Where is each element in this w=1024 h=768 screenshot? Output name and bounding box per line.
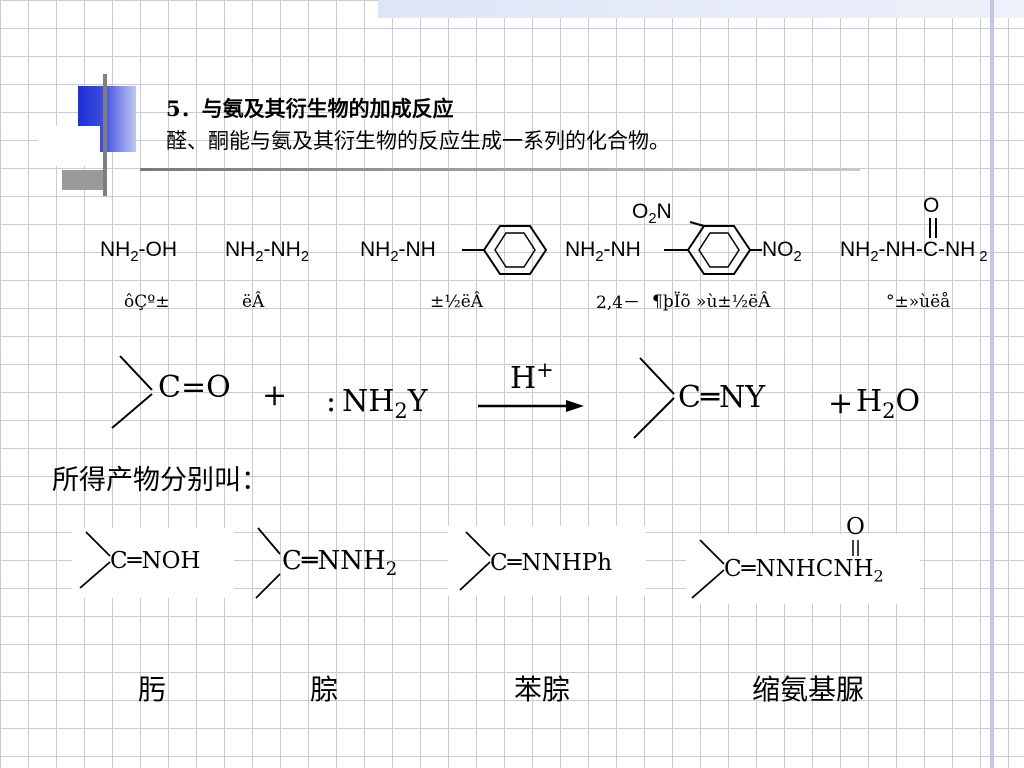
reagent-label-hydrazine: ëÂ xyxy=(242,292,265,312)
imine-product: C═NY xyxy=(678,380,766,415)
product-name-oxime: 肟 xyxy=(138,673,167,706)
product-bond-down xyxy=(633,397,675,439)
reagent-hydroxylamine: NH2-OH xyxy=(100,238,178,266)
reagent-phenylhydrazine: NH2-NH xyxy=(360,238,436,266)
semicarbazide-carbonyl-o: O xyxy=(923,194,940,217)
reagent-label-phenylhydrazine: ±½ëÂ xyxy=(430,292,484,312)
dnp-ortho-nitro: O2N xyxy=(632,200,672,228)
product-phenylhydrazone-formula: C═NNHPh xyxy=(490,550,613,576)
product-bond-up xyxy=(639,357,675,395)
dnp-nitro-bond xyxy=(689,221,705,227)
top-decor-band xyxy=(378,0,1024,18)
reagent-dnp-hydrazine: NH2-NH xyxy=(565,238,641,266)
acid-catalyst: H+ xyxy=(510,358,554,396)
reagent-semicarbazide: NH2-NH-C-NH 2 xyxy=(840,238,988,266)
product-name-phenylhydrazone: 苯腙 xyxy=(514,673,571,706)
reaction-arrow-head xyxy=(566,400,584,412)
carbonyl-group: C=O xyxy=(158,370,231,405)
reaction-plus-2: + xyxy=(828,386,854,421)
title-underline xyxy=(140,168,860,171)
phenyl-ring xyxy=(482,225,548,275)
reagent-hydrazine: NH2-NH2 xyxy=(225,238,310,266)
product-oxime-formula: C═NOH xyxy=(110,548,201,574)
reagent-label-hydroxylamine: ôÇº± xyxy=(124,292,170,312)
product-semicarbazone-o: O xyxy=(846,514,865,540)
reaction-plus-1: + xyxy=(262,378,288,413)
amine-reagent: NH2Y xyxy=(342,384,428,423)
product-card-semicarbazone xyxy=(686,534,920,604)
corner-white-square xyxy=(38,126,100,166)
lone-pair-colon: : xyxy=(326,384,337,419)
water-byproduct: H2O xyxy=(856,384,921,423)
right-decor-line xyxy=(990,0,994,768)
reagent-label-dnp: ¶þÏõ »ù±½ëÂ xyxy=(652,292,771,312)
carbonyl-bond-up xyxy=(119,355,153,391)
product-semicarbazone-formula: C═NNHCNH2 xyxy=(724,556,884,586)
product-name-hydrazone: 腙 xyxy=(310,673,339,706)
reagent-label-semicarbazide: °±»ùëå xyxy=(886,292,951,312)
products-intro: 所得产物分别叫： xyxy=(52,465,268,496)
corner-vertical-line xyxy=(103,74,107,196)
slide-subtitle: 醛、酮能与氨及其衍生物的反应生成一系列的化合物。 xyxy=(166,129,670,153)
slide-heading: 5．与氨及其衍生物的加成反应 xyxy=(166,96,454,121)
reagent-label-dnp-prefix: 2,4－ xyxy=(596,293,641,313)
dnp-para-nitro: NO2 xyxy=(762,238,802,266)
product-card-oxime xyxy=(72,528,234,598)
corner-gray-square xyxy=(62,170,106,190)
product-hydrazone-formula: C═NNH2 xyxy=(282,546,398,581)
dnp-inner-ring xyxy=(698,232,740,268)
product-name-semicarbazone: 缩氨基脲 xyxy=(752,673,865,706)
carbonyl-bond-down xyxy=(111,393,153,429)
phenyl-inner-ring xyxy=(494,232,536,268)
product-card-phenylhydrazone xyxy=(448,526,646,596)
